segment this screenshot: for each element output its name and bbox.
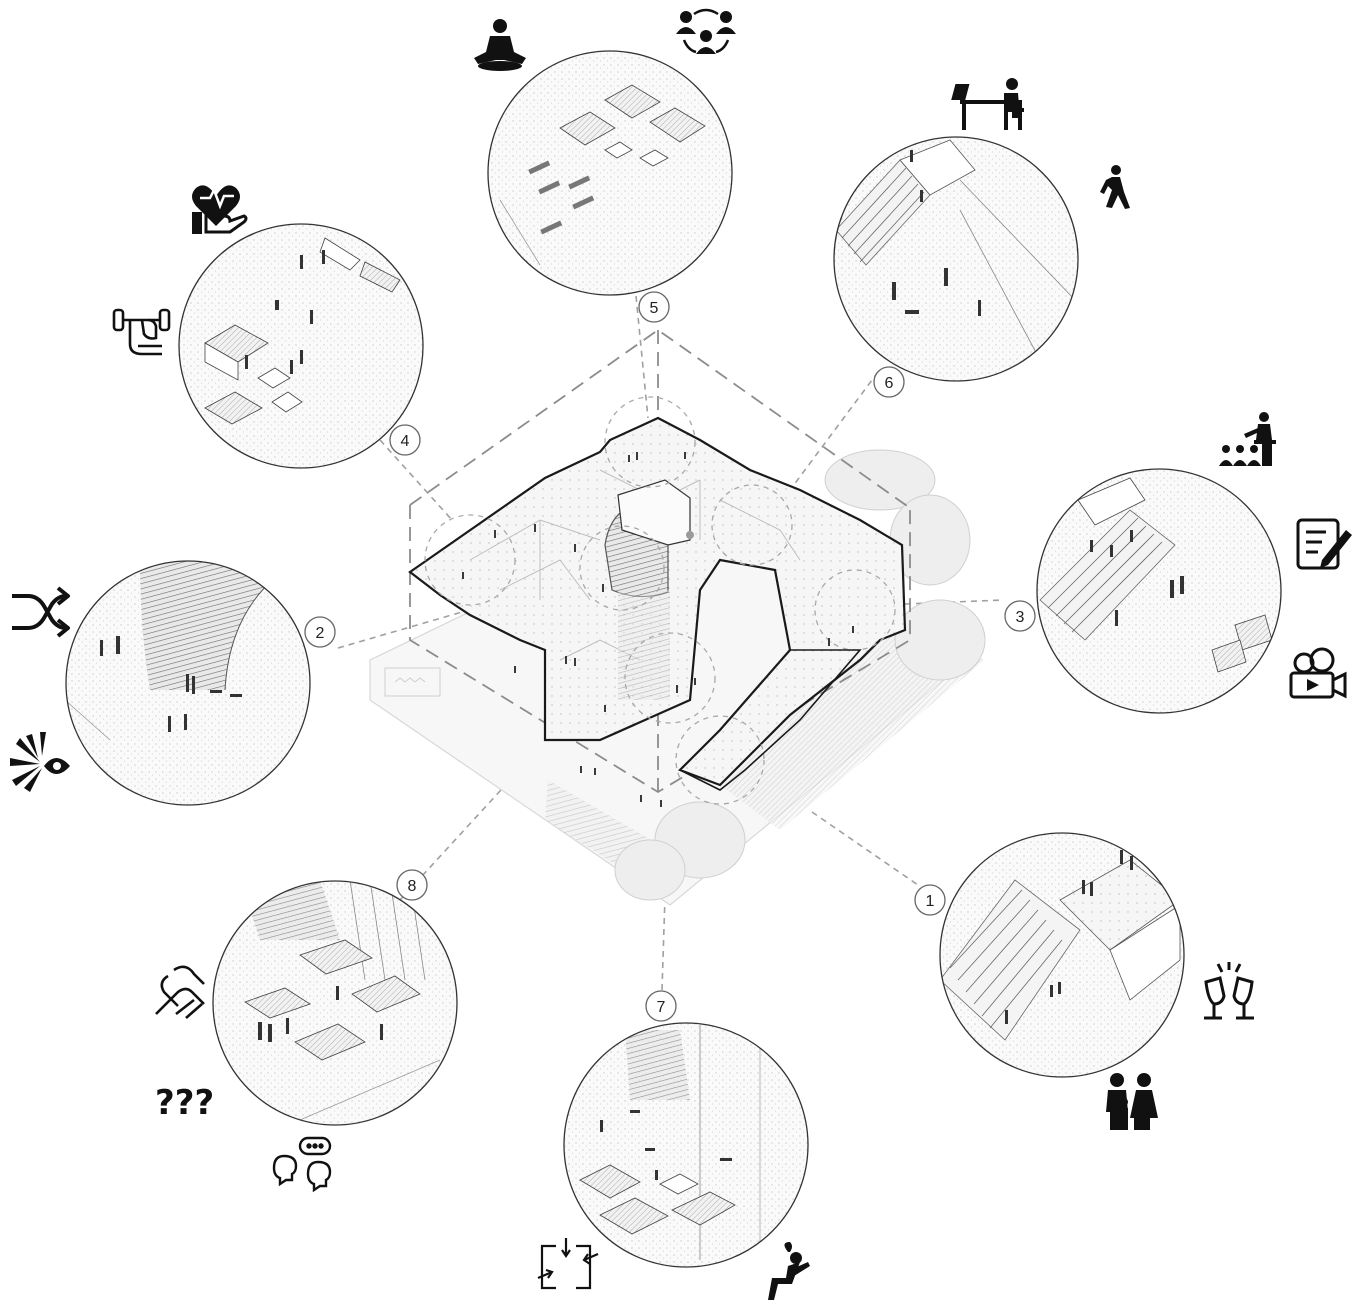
vignette-6-walkway xyxy=(834,137,1078,381)
community-icon xyxy=(676,10,736,54)
toast-icon xyxy=(1204,962,1254,1018)
svg-text:1: 1 xyxy=(926,893,935,910)
meditation-icon xyxy=(474,19,526,71)
svg-text:7: 7 xyxy=(657,999,666,1016)
svg-text:5: 5 xyxy=(650,300,659,317)
connector-4 xyxy=(380,440,452,520)
badge-3: 3 xyxy=(1005,601,1035,631)
vignette-5-roof-terrace xyxy=(488,51,732,295)
health-care-icon xyxy=(192,185,246,234)
svg-text:4: 4 xyxy=(401,433,410,450)
badge-6: 6 xyxy=(874,367,904,397)
presentation-icon xyxy=(1219,412,1276,466)
vignette-1-bleachers xyxy=(940,833,1184,1077)
family-icon xyxy=(1106,1073,1158,1130)
walking-icon xyxy=(1100,165,1130,209)
desk-work-icon xyxy=(951,78,1024,130)
vignette-3-seating xyxy=(1037,469,1281,713)
flow-icon xyxy=(538,1238,598,1288)
svg-text:2: 2 xyxy=(316,625,325,642)
questions-icon: ??? xyxy=(155,1083,214,1123)
badge-7: 7 xyxy=(646,991,676,1021)
write-icon xyxy=(1298,520,1352,568)
vignette-7-courtyard xyxy=(564,1023,808,1267)
look-icon xyxy=(10,732,70,792)
vignette-2-facade xyxy=(65,560,310,805)
central-axonometric-plan xyxy=(370,330,985,905)
relax-icon xyxy=(768,1242,810,1300)
svg-text:8: 8 xyxy=(408,878,417,895)
badge-4: 4 xyxy=(390,425,420,455)
shuffle-icon xyxy=(12,588,68,636)
fitness-icon xyxy=(114,310,169,354)
badge-8: 8 xyxy=(397,870,427,900)
conversation-icon xyxy=(274,1138,330,1190)
badge-2: 2 xyxy=(305,617,335,647)
badge-1: 1 xyxy=(915,885,945,915)
vignette-4-exercise xyxy=(179,224,423,468)
vignette-8-workshop xyxy=(213,880,457,1125)
svg-text:3: 3 xyxy=(1016,609,1025,626)
video-icon xyxy=(1291,649,1345,697)
handshake-icon xyxy=(156,967,204,1018)
badge-5: 5 xyxy=(639,292,669,322)
connector-1 xyxy=(812,812,918,885)
svg-text:6: 6 xyxy=(885,375,894,392)
svg-text:???: ??? xyxy=(155,1083,214,1123)
